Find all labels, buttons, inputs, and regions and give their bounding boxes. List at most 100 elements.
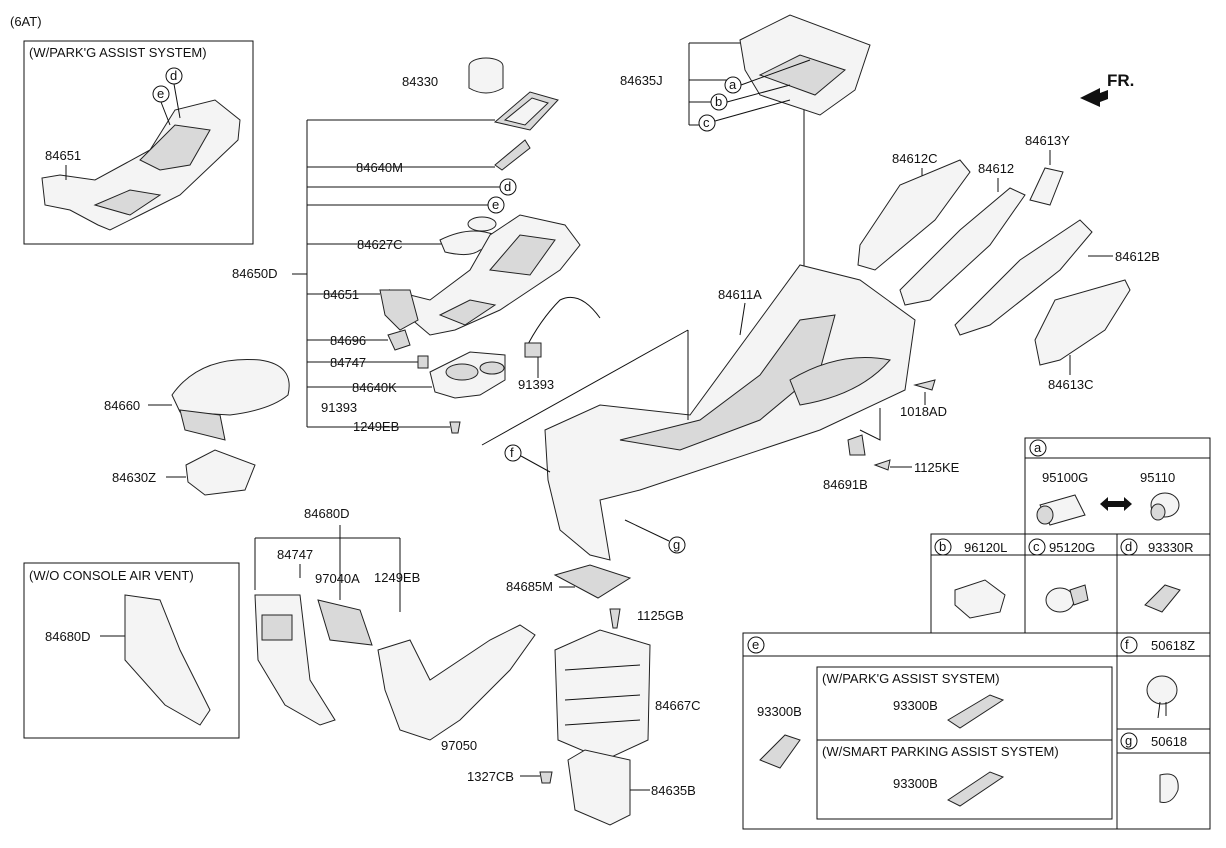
direction-label: FR.	[1107, 71, 1134, 90]
callout-e-label: e	[492, 197, 499, 212]
label-84650D: 84650D	[232, 266, 278, 281]
table-callout-d	[1120, 538, 1138, 556]
table-g-part: 50618	[1151, 734, 1187, 749]
table-e-smart-part: 93300B	[893, 776, 938, 791]
label-84660: 84660	[104, 398, 140, 413]
bracket-84696	[387, 329, 411, 351]
clip-84747	[417, 355, 429, 369]
table-callout-a-label: a	[1034, 440, 1042, 455]
table-e-park-part: 93300B	[893, 698, 938, 713]
console-upper-panel	[388, 214, 581, 336]
table-f-part: 50618Z	[1151, 638, 1195, 653]
label-1249EB-b: 1249EB	[374, 570, 420, 585]
label-84691B: 84691B	[823, 477, 868, 492]
side-panel-84612C	[857, 159, 971, 271]
rear-vent-panel	[254, 594, 336, 726]
label-84685M: 84685M	[506, 579, 553, 594]
callout-a-label: a	[729, 77, 737, 92]
table-e-smart-title: (W/SMART PARKING ASSIST SYSTEM)	[822, 744, 1059, 759]
screw-1249EB	[449, 421, 461, 434]
table-callout-f	[1120, 636, 1138, 654]
table-callout-b-label: b	[939, 539, 946, 554]
label-1125GB: 1125GB	[637, 608, 684, 623]
label-1327CB: 1327CB	[467, 769, 514, 784]
part-95120G	[1045, 584, 1089, 613]
screw-1125KE	[873, 459, 891, 471]
callout-e-inset-label: e	[157, 86, 164, 101]
side-panel-84612B	[954, 219, 1093, 336]
table-callout-e	[747, 636, 765, 654]
mat-84685M	[553, 564, 632, 599]
table-e-left-part: 93300B	[757, 704, 802, 719]
label-97050: 97050	[441, 738, 477, 753]
table-callout-a	[1029, 439, 1047, 457]
bracket-84691B	[847, 434, 866, 456]
label-91393-b: 91393	[518, 377, 554, 392]
shift-boot-bezel	[493, 91, 559, 131]
screw-1125GB	[609, 608, 621, 629]
table-callout-f-label: f	[1125, 637, 1129, 652]
variant-label: (6AT)	[10, 14, 42, 29]
clip-50618Z	[1146, 675, 1178, 719]
inset-no-air-vent-title: (W/O CONSOLE AIR VENT)	[29, 568, 194, 583]
front-direction-arrow-icon	[1080, 88, 1108, 107]
table-callout-c	[1028, 538, 1046, 556]
callout-f-label: f	[510, 445, 514, 460]
label-84635B: 84635B	[651, 783, 696, 798]
label-84612C: 84612C	[892, 151, 938, 166]
label-84651-inset: 84651	[45, 148, 81, 163]
table-e-park-title: (W/PARK'G ASSIST SYSTEM)	[822, 671, 1000, 686]
table-d-part: 93330R	[1148, 540, 1194, 555]
callout-g	[668, 536, 686, 554]
shift-indicator-part	[494, 139, 531, 171]
label-1018AD: 1018AD	[900, 404, 947, 419]
callout-e	[487, 196, 505, 214]
table-callout-g	[1120, 732, 1138, 750]
label-84612B: 84612B	[1115, 249, 1160, 264]
label-84747-b: 84747	[277, 547, 313, 562]
label-1125KE: 1125KE	[914, 460, 960, 475]
label-84613C: 84613C	[1048, 377, 1094, 392]
table-b-part: 96120L	[964, 540, 1007, 555]
exchange-arrow-icon	[1100, 497, 1132, 511]
console-main-body	[544, 264, 916, 561]
nut-1327CB	[539, 771, 553, 784]
reference-table	[742, 437, 1211, 830]
air-duct-97050	[377, 624, 536, 741]
label-84612: 84612	[978, 161, 1014, 176]
label-84611A: 84611A	[718, 287, 762, 302]
label-84630Z: 84630Z	[112, 470, 156, 485]
callout-b-label: b	[715, 94, 722, 109]
table-callout-g-label: g	[1125, 733, 1132, 748]
cup-holder-cap	[468, 57, 504, 94]
cup-holder-insert	[429, 351, 506, 399]
clip-50618	[1159, 773, 1179, 803]
label-97040A: 97040A	[315, 571, 360, 586]
sensor-smart-93300B	[947, 771, 1005, 807]
inset-park-assist-title: (W/PARK'G ASSIST SYSTEM)	[29, 45, 207, 60]
label-84330: 84330	[402, 74, 438, 89]
inset-park-assist	[23, 40, 254, 245]
callout-d-label: d	[504, 179, 511, 194]
switch-95110	[1150, 492, 1180, 521]
callout-d	[499, 178, 517, 196]
table-callout-e-label: e	[752, 637, 759, 652]
callout-f	[504, 444, 522, 462]
label-91393-a: 91393	[321, 400, 357, 415]
label-84667C: 84667C	[655, 698, 701, 713]
sensor-park-93300B	[947, 694, 1005, 729]
side-panel-84612	[899, 187, 1026, 306]
table-a-part2: 95110	[1140, 470, 1175, 485]
table-callout-c-label: c	[1033, 539, 1040, 554]
sensor-93300B	[759, 734, 801, 769]
part-93330R	[1144, 584, 1181, 613]
armrest-lid	[171, 358, 290, 441]
storage-tray	[185, 449, 256, 496]
center-fascia-switch-panel	[739, 14, 871, 116]
bracket-84635B	[567, 749, 631, 826]
switch-95100G	[1036, 494, 1086, 526]
callout-g-label: g	[673, 537, 680, 552]
label-84680D-inset: 84680D	[45, 629, 91, 644]
table-a-part1: 95100G	[1042, 470, 1088, 485]
